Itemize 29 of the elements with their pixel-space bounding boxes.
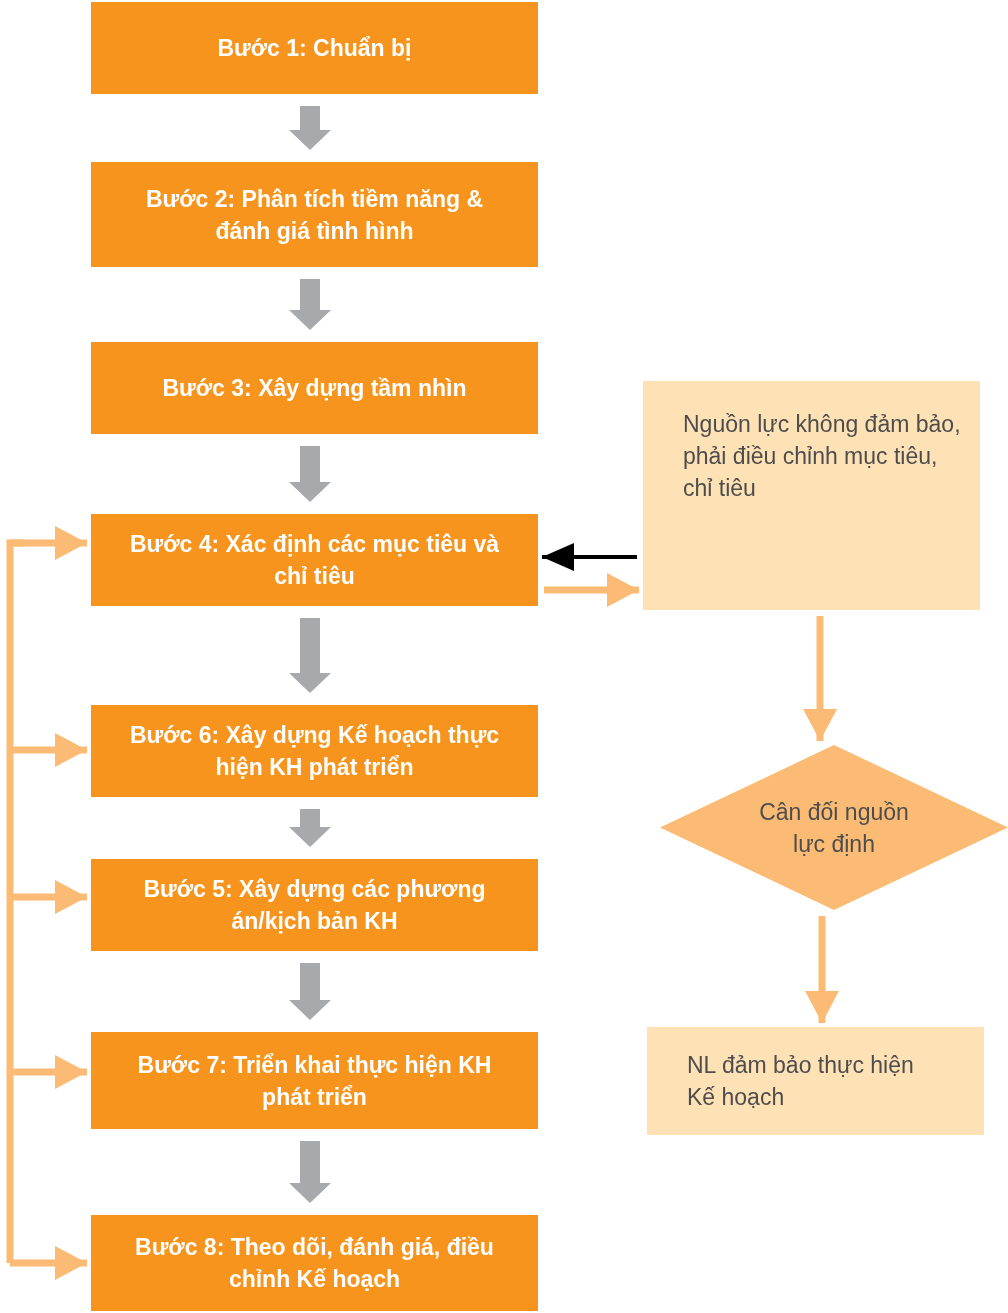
block-arrow xyxy=(289,809,331,847)
step-text: Bước 7: Triển khai thực hiện KH phát triển xyxy=(136,1050,493,1112)
step-text: Bước 5: Xây dựng các phương án/kịch bản KH xyxy=(142,875,487,936)
step-text: Bước 2: Phân tích tiềm năng & đánh giá tình hình xyxy=(144,184,485,246)
step-text: Bước 1: Chuẩn bị xyxy=(217,34,412,63)
step-box xyxy=(91,705,538,797)
step-box xyxy=(91,1215,538,1311)
step-text: Bước 3: Xây dựng tầm nhìn xyxy=(162,374,467,403)
block-arrow xyxy=(289,963,331,1020)
note-box xyxy=(647,1027,984,1135)
arrow xyxy=(542,543,637,571)
note-box xyxy=(643,381,980,610)
block-arrow xyxy=(289,106,331,150)
step-text: Bước 6: Xây dựng Kế hoạch thực hiện KH phát triển xyxy=(128,721,501,782)
step-text: Bước 4: Xác định các mục tiêu và chỉ tiêu xyxy=(128,530,501,591)
block-arrow xyxy=(289,1141,331,1203)
block-arrow xyxy=(289,279,331,330)
step-box xyxy=(91,859,538,951)
block-arrow xyxy=(289,446,331,502)
step-box xyxy=(91,2,538,94)
step-box xyxy=(91,1032,538,1129)
step-text: Bước 8: Theo dõi, đánh giá, điều chỉnh Kế hoạch xyxy=(134,1233,495,1294)
block-arrow xyxy=(289,618,331,693)
step-box xyxy=(91,514,538,606)
diamond-text: Cân đối nguồn lực định xyxy=(758,797,910,859)
note-text: Nguồn lực không đảm bảo, phải điều chỉnh mục tiêu, chỉ tiêu xyxy=(683,409,962,503)
note-text: NL đảm bảo thực hiện Kế hoạch xyxy=(687,1051,915,1112)
step-box xyxy=(91,162,538,267)
step-box xyxy=(91,342,538,434)
